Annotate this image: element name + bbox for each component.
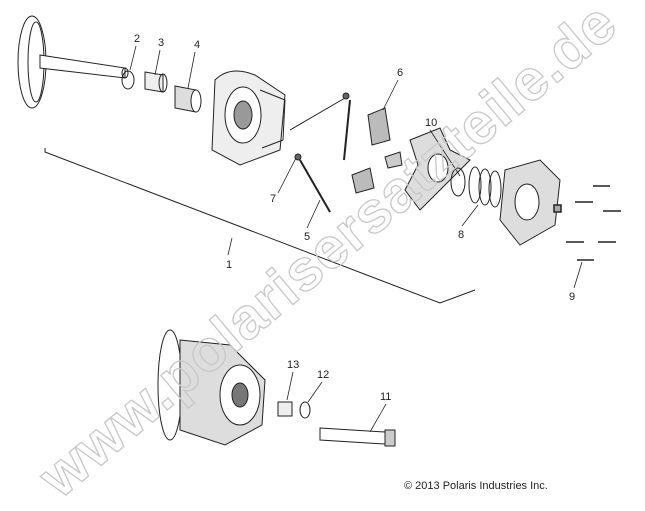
washer-part [450,167,466,197]
callout-3: 3 [158,37,164,49]
callout-7: 7 [270,193,276,205]
group-bracket [44,148,476,304]
pin-part [289,97,346,131]
copyright-notice: © 2013 Polaris Industries Inc. [404,480,548,492]
washer-part-lower [299,401,311,419]
callout-2: 2 [134,33,140,45]
callout-1: 1 [226,259,232,271]
bolts-part [553,185,621,261]
callout-12: 12 [317,369,329,381]
callout-8: 8 [458,229,464,241]
callout-11: 11 [380,391,391,403]
callout-9: 9 [569,291,575,303]
drive-sheave-part [17,15,202,113]
callout-6: 6 [397,67,403,79]
callout-13: 13 [287,359,299,371]
bolt-long-part [319,427,386,445]
assembled-clutch-part [157,329,266,446]
callout-4: 4 [194,39,200,51]
callout-5: 5 [304,231,310,243]
weight-part [367,107,391,146]
moveable-sheave-part [211,70,286,166]
bushing-part [277,401,293,417]
bolt-part [299,159,331,213]
callout-10: 10 [425,117,437,129]
